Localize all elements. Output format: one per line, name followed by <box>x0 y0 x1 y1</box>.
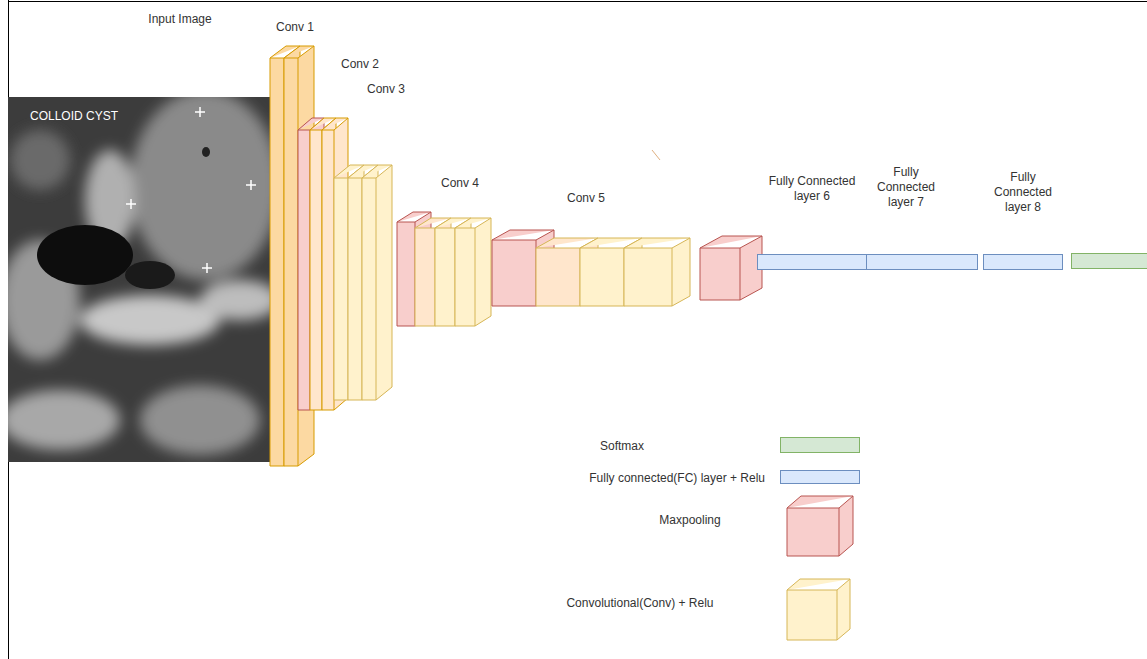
layer-label: Conv 3 <box>356 82 416 97</box>
layer-label: Fully Connected layer 6 <box>758 174 866 204</box>
layer-label: Conv 4 <box>430 176 490 191</box>
ultrasound-image <box>8 97 270 462</box>
layer-label: Fully Connected layer 7 <box>873 165 939 210</box>
legend-text: Fully connected(FC) layer + Relu <box>480 471 765 486</box>
fc-bar <box>984 255 1063 270</box>
fc-bar <box>867 255 978 270</box>
maxpool-block <box>700 236 762 300</box>
legend-swatch <box>780 470 860 484</box>
softmax-bar <box>1072 254 1147 269</box>
fc-bar <box>758 255 867 270</box>
layer-label: Conv 2 <box>330 57 390 72</box>
conv-block <box>334 165 392 400</box>
layer-label: Conv 1 <box>265 20 325 35</box>
legend-cube <box>787 579 850 640</box>
layer-label: Fully Connected layer 8 <box>990 170 1056 215</box>
legend-text: Convolutional(Conv) + Relu <box>565 596 715 611</box>
stray-mark <box>652 150 660 160</box>
legend-cube <box>787 496 853 556</box>
layer-label: Conv 5 <box>556 191 616 206</box>
legend-swatch <box>780 437 860 453</box>
conv-block <box>397 212 491 326</box>
conv-block <box>492 230 690 306</box>
legend-text: Maxpooling <box>630 513 750 528</box>
image-title: Input Image <box>125 12 235 27</box>
legend-text: Softmax <box>600 439 720 454</box>
image-annotation: COLLOID CYST <box>30 109 150 124</box>
frame-line <box>8 1 1147 2</box>
